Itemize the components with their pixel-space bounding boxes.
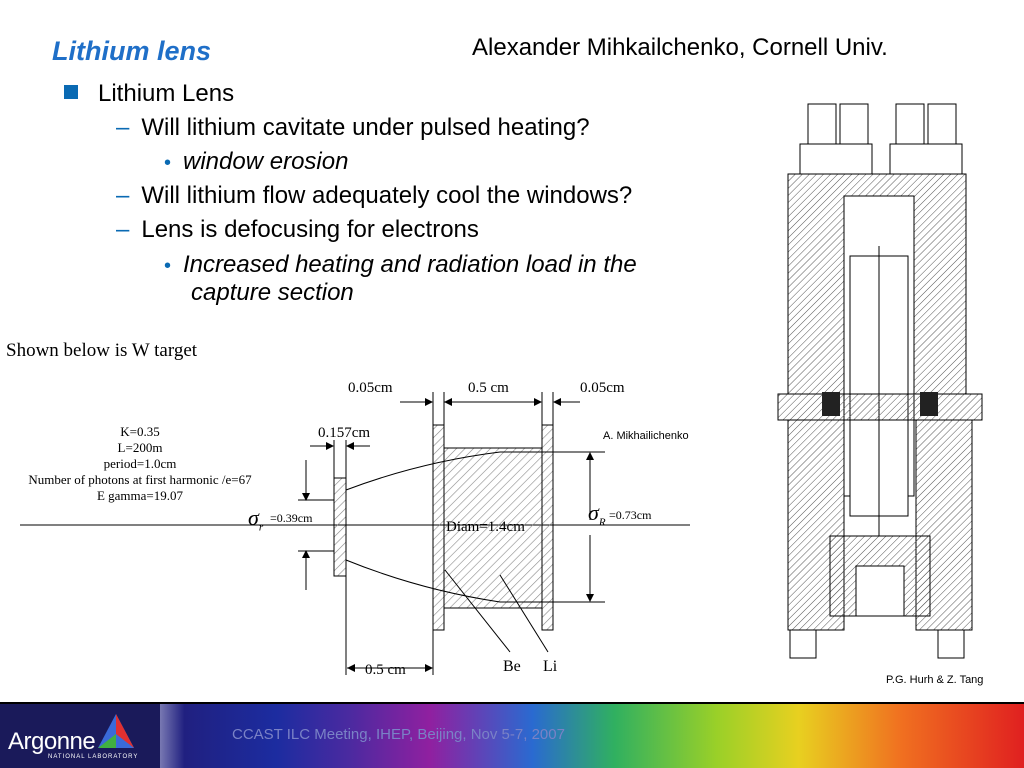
param-period: period=1.0cm [103, 456, 177, 471]
figure-left-credit: A. Mikhailichenko [603, 430, 689, 442]
author-credit: Alexander Mihkailchenko, Cornell Univ. [472, 34, 888, 61]
bullet-cavitate: –Will lithium cavitate under pulsed heat… [116, 114, 590, 142]
slide-title: Lithium lens [52, 36, 212, 66]
dim-window-right: 0.05cm [580, 380, 625, 396]
label-li: Li [543, 658, 558, 675]
bullet-defocusing: –Lens is defocusing for electrons [116, 216, 479, 244]
sigma-big-r-symbol: σR [588, 500, 606, 529]
bullet-text: Will lithium flow adequately cool the wi… [141, 182, 633, 209]
dot-bullet-icon: • [164, 255, 172, 277]
bullet-text: Lithium Lens [98, 80, 235, 107]
bullet-text: Increased heating and radiation load in … [183, 251, 637, 278]
label-be: Be [503, 658, 521, 675]
target-parameters: K=0.35 L=200m period=1.0cm Number of pho… [8, 424, 272, 504]
footer-bar [0, 704, 1024, 768]
be-window-left [432, 424, 445, 631]
w-target [333, 477, 347, 577]
bullet-text: window erosion [183, 148, 349, 175]
logo-background [0, 704, 160, 768]
dash-bullet-icon: – [116, 216, 130, 243]
bullet-text: Will lithium cavitate under pulsed heati… [141, 114, 590, 141]
argonne-logo-subtext: NATIONAL LABORATORY [48, 754, 139, 760]
param-k: K=0.35 [120, 424, 160, 439]
lithium-body [443, 447, 543, 609]
sigma-r-symbol: σr [248, 505, 264, 534]
dash-bullet-icon: – [116, 182, 130, 209]
sigma-big-r-value: =0.73cm [609, 508, 652, 522]
dim-gap: 0.5 cm [365, 662, 406, 678]
bullet-lithium-lens: Lithium Lens [64, 80, 234, 108]
figure-heading: Shown below is W target [6, 340, 198, 361]
square-bullet-icon [64, 85, 78, 99]
dim-lithium-length: 0.5 cm [468, 380, 509, 396]
param-egamma: E gamma=19.07 [96, 488, 184, 503]
envelope-lower [345, 559, 501, 603]
envelope-upper [345, 451, 501, 491]
dim-target-thickness: 0.157cm [318, 425, 371, 441]
dot-bullet-icon: • [164, 152, 172, 174]
sigma-r-value: =0.39cm [270, 511, 313, 525]
param-l: L=200m [117, 440, 163, 455]
footer-meeting-text: CCAST ILC Meeting, IHEP, Beijing, Nov 5-… [232, 726, 565, 743]
bullet-flow-cool: –Will lithium flow adequately cool the w… [116, 182, 632, 210]
lens-diameter: Diam=1.4cm [446, 519, 525, 535]
dash-bullet-icon: – [116, 114, 130, 141]
footer-divider [0, 702, 1024, 704]
argonne-logo-text: Argonne [8, 728, 96, 755]
bullet-heating: • Increased heating and radiation load in… [164, 251, 637, 279]
bullet-window-erosion: • window erosion [164, 148, 348, 176]
param-photons: Number of photons at first harmonic /e=6… [28, 472, 252, 487]
lens-schematic [20, 392, 690, 675]
figure-right-credit: P.G. Hurh & Z. Tang [886, 674, 984, 686]
bullet-text: Lens is defocusing for electrons [141, 216, 479, 243]
argonne-logo-icon [98, 714, 134, 748]
dim-window-left: 0.05cm [348, 380, 393, 396]
bullet-heating-cont: capture section [191, 279, 354, 306]
be-window-right [541, 424, 554, 631]
lens-cross-section-drawing [777, 103, 983, 659]
